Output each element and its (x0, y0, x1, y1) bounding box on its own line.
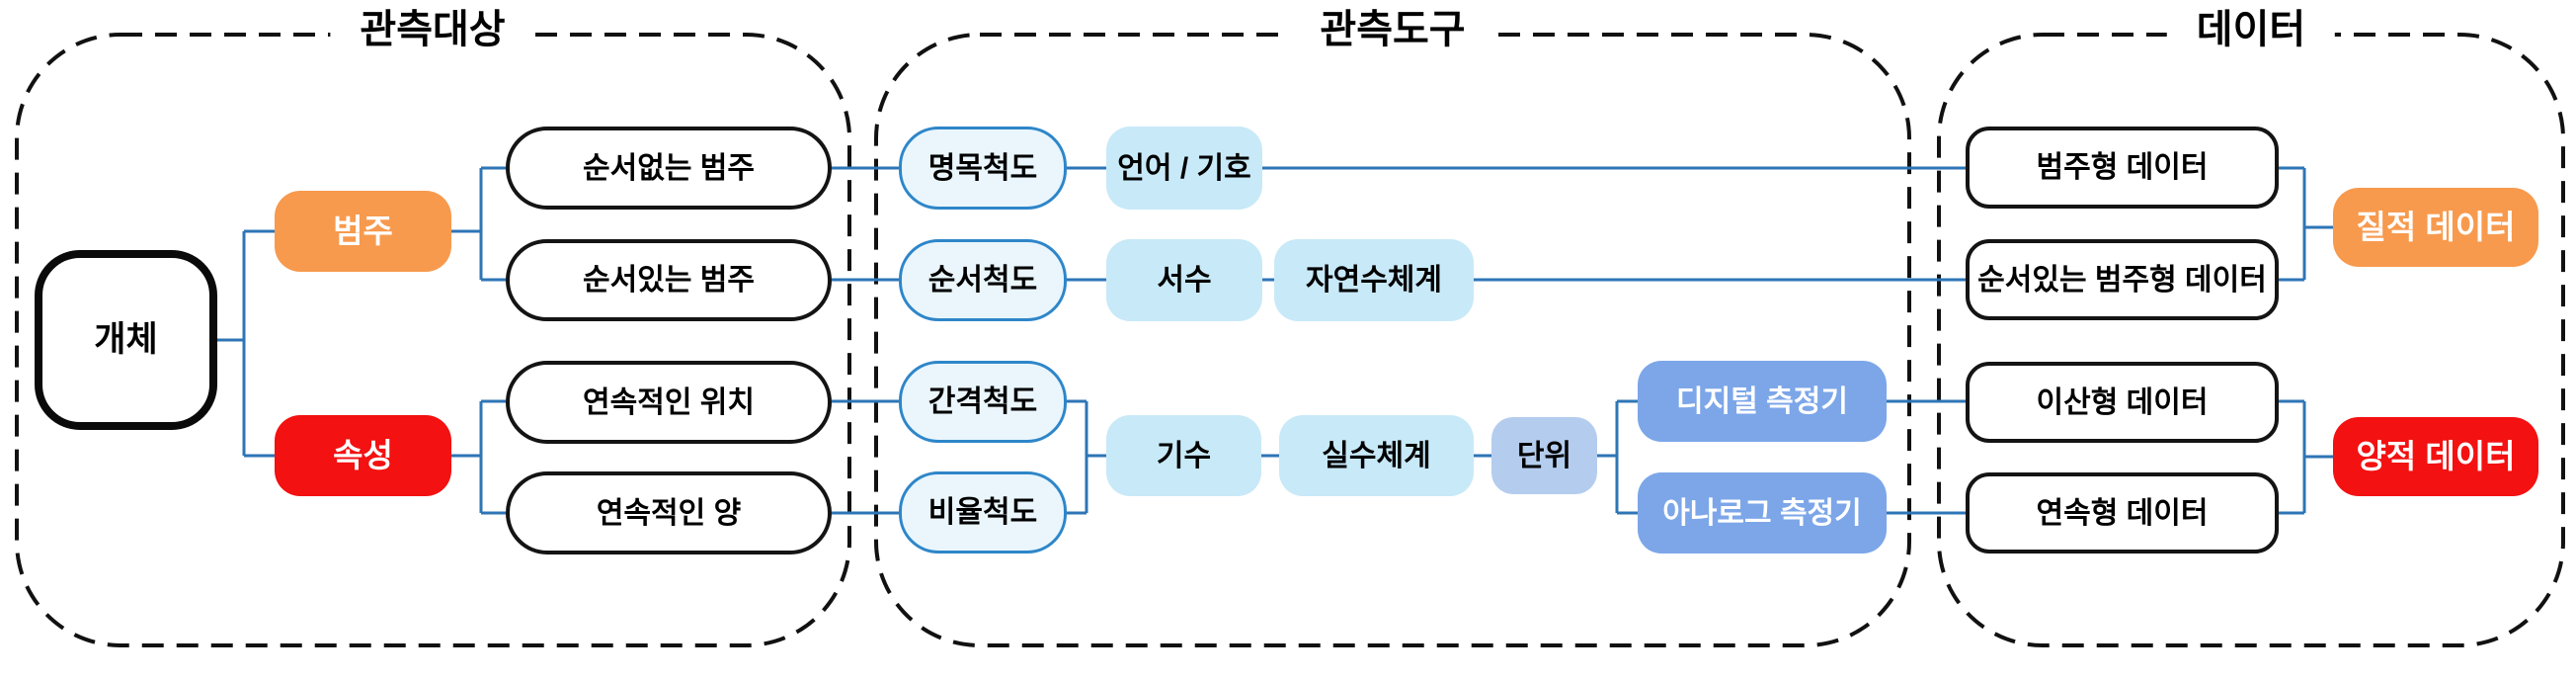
section-title-observation-target: 관측대상 (330, 6, 535, 53)
node-natural-number-system: 자연수체계 (1274, 239, 1474, 321)
node-continuous-data: 연속형 데이터 (1966, 472, 2279, 554)
node-category: 범주 (275, 191, 451, 272)
section-frame-observation-tools (874, 33, 1911, 647)
node-digital-measurer: 디지털 측정기 (1638, 361, 1887, 442)
node-attribute: 속성 (275, 415, 451, 496)
node-continuous-quantity: 연속적인 양 (506, 471, 832, 554)
node-qualitative-data: 질적 데이터 (2333, 188, 2538, 267)
node-unit: 단위 (1491, 417, 1597, 494)
node-language-symbol: 언어 / 기호 (1106, 127, 1262, 210)
node-ordered-categorical-data: 순서있는 범주형 데이터 (1966, 239, 2279, 320)
node-cardinal-number: 기수 (1106, 415, 1261, 496)
section-title-observation-tools: 관측도구 (1290, 6, 1495, 53)
node-unordered-category: 순서없는 범주 (506, 127, 832, 210)
node-ratio-scale: 비율척도 (899, 471, 1067, 554)
node-real-number-system: 실수체계 (1279, 415, 1474, 496)
node-analog-measurer: 아나로그 측정기 (1638, 472, 1887, 554)
node-discrete-data: 이산형 데이터 (1966, 362, 2279, 443)
node-ordinal-scale: 순서척도 (899, 239, 1067, 321)
node-ordered-category: 순서있는 범주 (506, 239, 832, 321)
section-title-data: 데이터 (2166, 6, 2336, 53)
node-interval-scale: 간격척도 (899, 361, 1067, 443)
node-continuous-position: 연속적인 위치 (506, 361, 832, 444)
node-categorical-data: 범주형 데이터 (1966, 127, 2279, 209)
node-nominal-scale: 명목척도 (899, 127, 1067, 210)
node-entity: 개체 (35, 250, 217, 430)
node-quantitative-data: 양적 데이터 (2333, 417, 2538, 496)
connectors (217, 166, 2333, 515)
node-ordinal-number: 서수 (1106, 239, 1262, 321)
